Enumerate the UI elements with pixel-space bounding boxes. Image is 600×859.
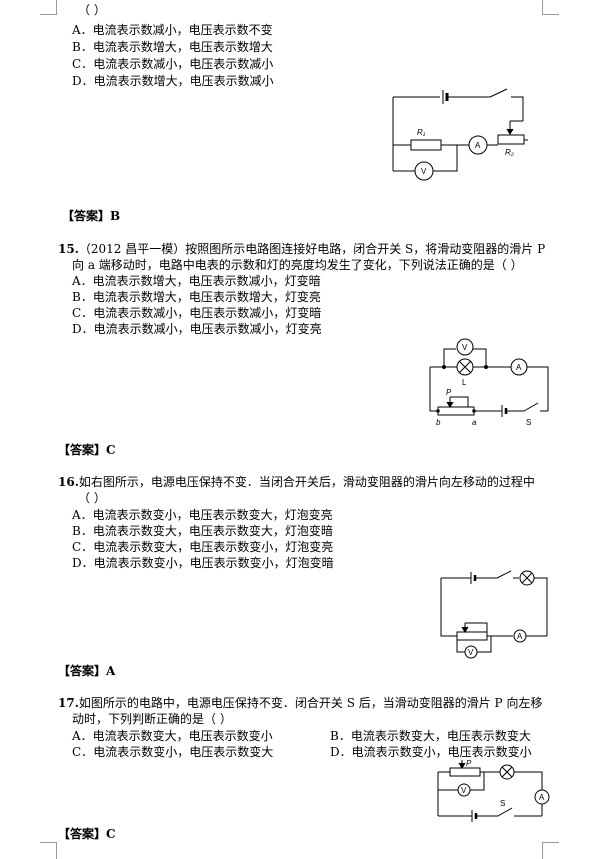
crop-mark-top-right [542,0,559,15]
lamp-label: L [462,378,467,387]
q15-option-d: D．电流表示数减小，电压表示数减小，灯变亮 [72,322,322,336]
q16-option-c: C．电流表示数变大，电压表示数变小，灯泡变亮 [72,540,334,554]
voltmeter-label: V [421,167,427,176]
q15-answer: 【答案】C [58,443,116,457]
question-bracket: （ ） [78,3,106,17]
q16-option-d: D．电流表示数变小，电压表示数变小，灯泡变暗 [72,556,334,570]
circuit-diagram-17: P V S A [437,759,550,822]
option-a: A．电流表示数减小，电压表示数不变 [72,23,273,37]
ammeter-label: A [539,793,545,802]
option-b: B．电流表示数增大，电压表示数增大 [72,40,273,54]
ammeter-label: A [517,632,523,641]
q16-stem-line2: （ ） [78,491,106,505]
switch-label: S [526,418,531,427]
ammeter-label: A [516,363,522,372]
slider-label: P [466,759,472,768]
r1-label: R₁ [417,128,426,137]
ammeter-label: A [475,141,481,150]
q15-option-c: C．电流表示数减小，电压表示数减小，灯变暗 [72,306,322,320]
q15-option-a: A．电流表示数增大，电压表示数减小，灯变暗 [72,274,321,288]
q16-option-a: A．电流表示数变小，电压表示数变大，灯泡变亮 [72,508,333,522]
voltmeter-label: V [468,648,474,657]
voltmeter-label: V [462,343,468,352]
q16-answer: 【答案】A [58,664,116,678]
q15-option-b: B．电流表示数增大，电压表示数增大，灯变亮 [72,290,321,304]
q17-option-a: A．电流表示数变大，电压表示数变小 [72,729,273,743]
q17-answer: 【答案】C [58,827,116,841]
option-c: C．电流表示数减小，电压表示数减小 [72,57,274,71]
q15-stem-line2: 向 a 端移动时，电路中电表的示数和灯的亮度均发生了变化，下列说法正确的是（ ） [72,258,523,272]
crop-mark-bottom-left [40,842,57,859]
q15-stem-line1: 15.（2012 昌平一模）按照图所示电路图连接好电路，闭合开关 S，将滑动变阻… [58,242,546,256]
q17-option-d: D．电流表示数变小，电压表示数变小 [330,745,532,759]
end-a-label: a [472,418,477,427]
switch-label: S [500,799,505,808]
option-d: D．电流表示数增大，电压表示数减小 [72,74,274,88]
q17-option-b: B．电流表示数变大，电压表示数变大 [330,729,531,743]
q17-stem-line1: 17.如图所示的电路中，电源电压保持不变．闭合开关 S 后，当滑动变阻器的滑片 … [58,696,543,710]
end-b-label: b [436,418,441,427]
voltmeter-label: V [461,786,467,795]
q16-option-b: B．电流表示数变大，电压表示数变大，灯泡变暗 [72,524,333,538]
circuit-diagram-16: A V [440,570,548,659]
circuit-diagram-15: V L A P b a S [429,338,549,427]
q17-option-c: C．电流表示数变小，电压表示数变大 [72,745,274,759]
answer-line: 【答案】B [62,209,121,223]
q17-stem-line2: 动时，下列判断正确的是（ ） [72,712,232,726]
q16-stem-line1: 16.如右图所示，电源电压保持不变．当闭合开关后，滑动变阻器的滑片向左移动的过程… [58,475,535,489]
crop-mark-top-left [40,0,57,15]
r2-label: R₂ [505,148,514,157]
circuit-diagram-1: R₁ A V R₂ [392,88,528,181]
crop-mark-bottom-right [542,842,559,859]
slider-label: P [446,388,452,397]
